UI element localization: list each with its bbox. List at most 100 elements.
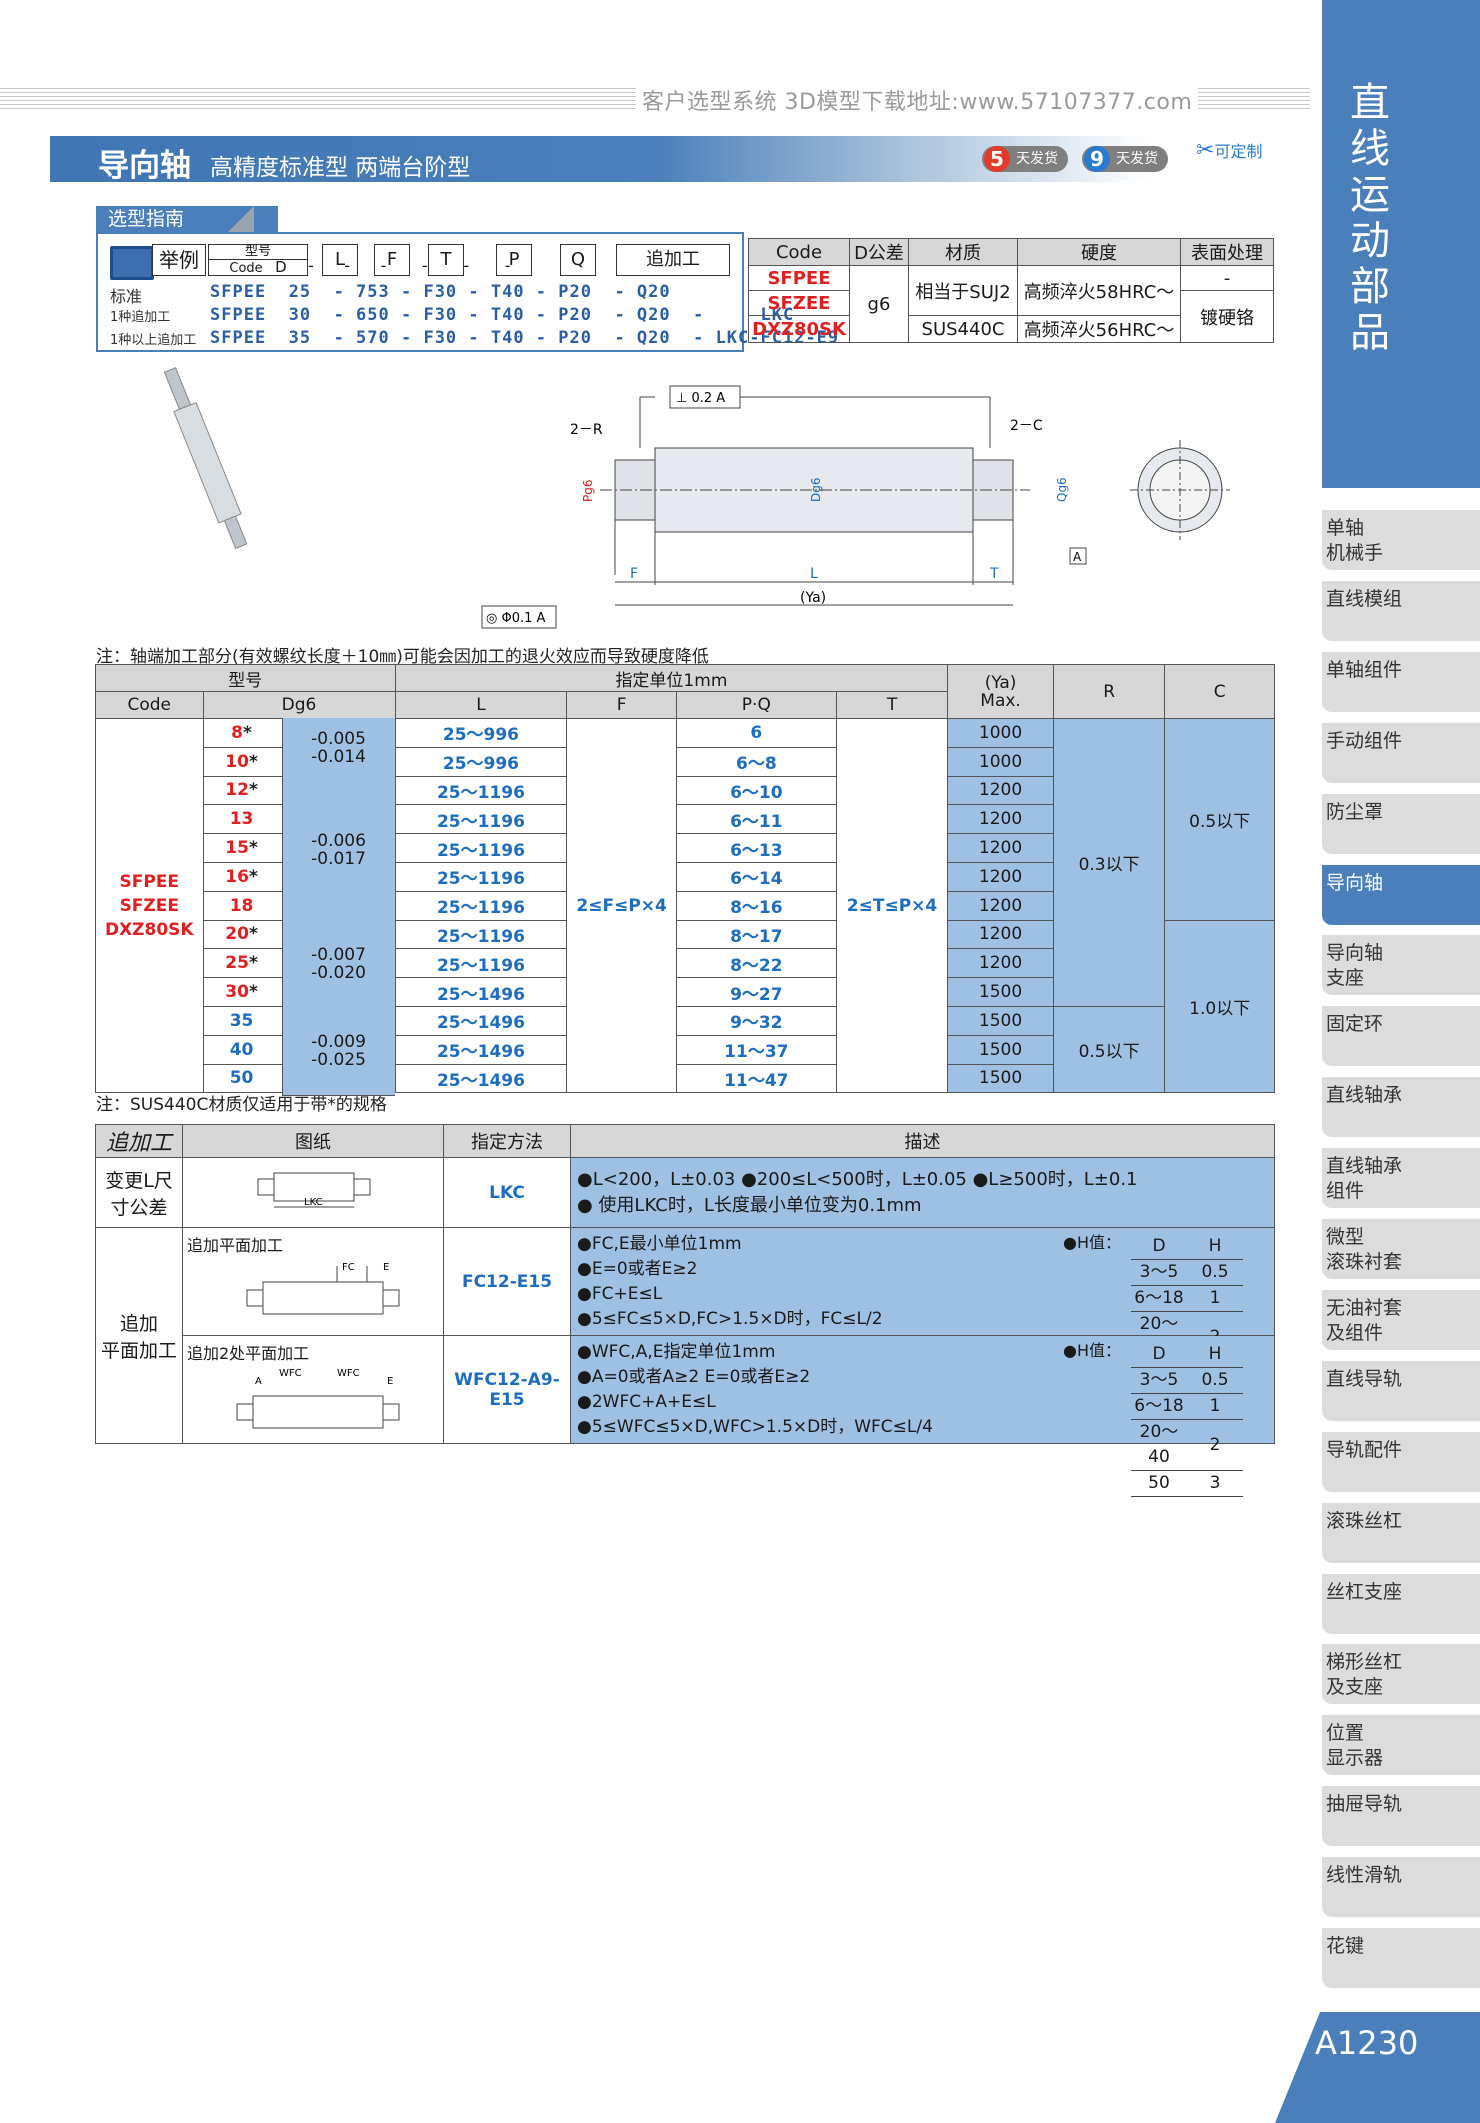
length-cell: 25～1496	[394, 1063, 568, 1094]
pq-cell: 8～17	[675, 919, 837, 950]
sidebar-item[interactable]: 位置 显示器	[1322, 1715, 1480, 1776]
sidebar-item[interactable]: 导向轴	[1322, 864, 1480, 925]
dim-F: F	[630, 566, 638, 582]
guide-dashes: - - - - - -	[308, 256, 511, 275]
svg-text:WFC: WFC	[279, 1368, 302, 1379]
material-cell: SUS440C	[908, 315, 1018, 343]
svg-text:E: E	[387, 1376, 393, 1387]
h-value-label: ●H值：	[1063, 1233, 1121, 1252]
sidebar-item[interactable]: 直线导轨	[1322, 1360, 1480, 1421]
pq-cell: 6～13	[675, 833, 837, 863]
ya-cell: 1500	[947, 1005, 1054, 1036]
sidebar-item[interactable]: 固定环	[1322, 1006, 1480, 1067]
sidebar-item-label: 直线导轨	[1326, 1367, 1403, 1390]
header-model: 型号	[95, 664, 396, 692]
sidebar-item-label: 固定环	[1326, 1013, 1384, 1036]
sidebar-item[interactable]: 手动组件	[1322, 722, 1480, 783]
selection-guide	[96, 232, 744, 352]
sidebar-item[interactable]: 滚珠丝杠	[1322, 1502, 1480, 1563]
note-hardness: 注：轴端加工部分(有效螺纹长度＋10㎜)可能会因加工的退火效应而导致硬度降低	[96, 647, 709, 667]
ya-cell: 1200	[947, 804, 1054, 835]
svg-text:FC: FC	[342, 1262, 355, 1273]
category-band	[1322, 0, 1480, 488]
length-cell: 25～996	[394, 746, 568, 777]
guide-row-label: 标准	[110, 287, 143, 306]
header-c: C	[1164, 664, 1275, 719]
length-cell: 25～1196	[394, 861, 568, 892]
sidebar-item-label: 单轴 机械手	[1326, 517, 1384, 564]
field-extra: 追加工	[616, 244, 730, 276]
field-Q: Q	[560, 244, 596, 276]
svg-text:LKC: LKC	[304, 1197, 323, 1208]
sidebar-item-label: 滚珠丝杠	[1326, 1509, 1403, 1532]
col-surface: 表面处理	[1180, 238, 1274, 266]
field-T: T	[428, 244, 464, 276]
sidebar-item[interactable]: 梯形丝杠 及支座	[1322, 1644, 1480, 1705]
sidebar-item[interactable]: 直线轴承 组件	[1322, 1148, 1480, 1209]
diameter-cell: 12*-0.006 -0.017	[202, 775, 396, 926]
tolerance-cell: -0.009 -0.025	[281, 1005, 395, 1097]
length-cell: 25～1496	[394, 1005, 568, 1036]
sidebar-item[interactable]: 直线模组	[1322, 580, 1480, 641]
pq-cell: 6～11	[675, 804, 837, 835]
sidebar-item-label: 单轴组件	[1326, 658, 1403, 681]
sidebar-item-label: 直线模组	[1326, 587, 1403, 610]
add-code-lkc: LKC	[443, 1157, 571, 1228]
length-cell: 25～1496	[394, 977, 568, 1007]
page-title: 导向轴	[98, 148, 191, 184]
sidebar-item-label: 直线轴承 组件	[1326, 1155, 1403, 1203]
category-title: 直线运动部品	[1350, 80, 1390, 356]
sidebar-item[interactable]: 导轨配件	[1322, 1431, 1480, 1492]
sidebar-item[interactable]: 抽屉导轨	[1322, 1786, 1480, 1847]
code-cell: SFZEE	[748, 290, 850, 316]
col-hardness: 硬度	[1017, 238, 1181, 266]
sidebar-item[interactable]: 线性滑轨	[1322, 1857, 1480, 1918]
length-cell: 25～1196	[394, 804, 568, 835]
ya-cell: 1000	[947, 718, 1054, 748]
tolerance-cell: -0.007 -0.020	[281, 919, 395, 1010]
dim-T: T	[989, 566, 999, 582]
sidebar-item[interactable]: 微型 滚珠衬套	[1322, 1219, 1480, 1279]
ya-cell: 1500	[947, 1063, 1054, 1094]
sidebar-item[interactable]: 导向轴 支座	[1322, 935, 1480, 996]
code-cell: SFPEE	[748, 265, 850, 291]
add-code-fc: FC12-E15	[443, 1227, 571, 1336]
guide-row-label: 1种以上追加工	[110, 333, 197, 348]
pq-cell: 11～37	[675, 1034, 837, 1065]
additional-machining-table: 追加工 图纸 指定方法 描述 变更L尺 寸公差 LKC LKC ●L<200，L…	[95, 1124, 1275, 1497]
tolerance-cell: -0.006 -0.017	[281, 775, 395, 926]
sidebar-item[interactable]: 防尘罩	[1322, 793, 1480, 854]
sidebar-item-label: 导向轴	[1326, 871, 1384, 894]
monitor-icon	[110, 246, 154, 280]
hardness-cell: 高频淬火58HRC～	[1017, 265, 1181, 316]
datum-A	[1069, 547, 1087, 565]
sidebar-item[interactable]: 直线轴承	[1322, 1077, 1480, 1138]
diameter-cell: 8*-0.005 -0.014	[202, 718, 396, 779]
sidebar-item-label: 抽屉导轨	[1326, 1793, 1403, 1816]
svg-text:A: A	[255, 1376, 262, 1387]
guide-row-label: 1种追加工	[110, 310, 171, 325]
sidebar-item[interactable]: 单轴 机械手	[1322, 510, 1480, 570]
tolerance-cell: g6	[849, 265, 909, 343]
pq-cell: 9～32	[675, 1005, 837, 1036]
pq-cell: 6～10	[675, 775, 837, 806]
diameter-cell: 20*-0.007 -0.020	[202, 919, 396, 1010]
label-2R: 2－R	[570, 422, 603, 438]
sidebar-item[interactable]: 单轴组件	[1322, 651, 1480, 712]
sidebar-item[interactable]: 花键	[1322, 1928, 1480, 1988]
sidebar-item[interactable]: 丝杠支座	[1322, 1573, 1480, 1634]
guide-row-values: SFPEE 35 - 570 - F30 - T40 - P20 - Q20 -…	[210, 328, 840, 348]
example-label: 举例	[152, 244, 206, 276]
sidebar-item[interactable]: 无油衬套 及组件	[1322, 1289, 1480, 1350]
col-material: 材质	[908, 238, 1018, 266]
add-code-wfc: WFC12-A9-E15	[443, 1335, 571, 1444]
sidebar-item-label: 线性滑轨	[1326, 1864, 1403, 1887]
ya-cell: 1200	[947, 861, 1054, 892]
add-desc-fc: ●FC,E最小单位1mm●E=0或者E≥2●FC+E≤L●5≤FC≤5×D,FC…	[570, 1227, 1275, 1389]
length-cell: 25～1496	[394, 1034, 568, 1065]
